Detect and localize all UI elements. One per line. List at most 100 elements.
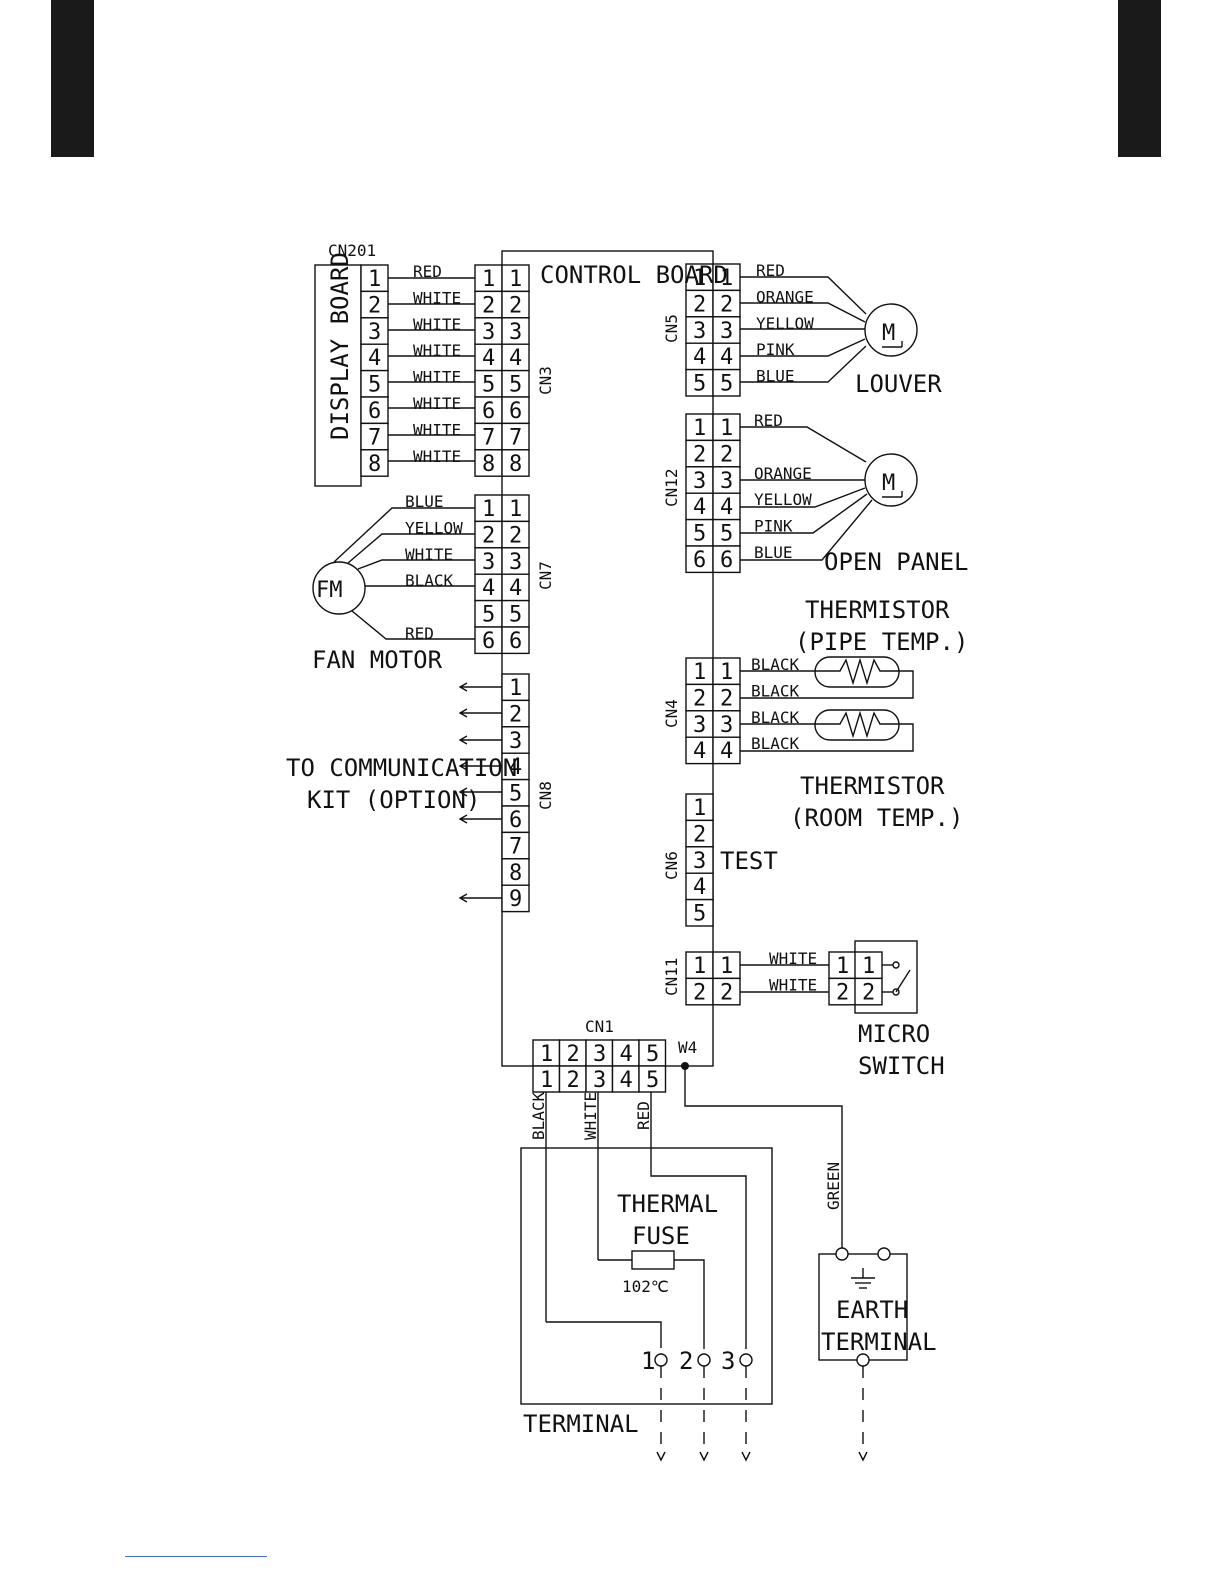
cn7-wire-label: BLACK [405, 571, 454, 590]
louver-motor-symbol-text: M [882, 321, 895, 346]
micro-pin-box [828, 951, 857, 980]
cn4-pin-number: 3 [720, 713, 733, 738]
cn12-pin-number: 2 [693, 442, 706, 467]
cn6-pin-number: 3 [693, 849, 706, 874]
cn12-pin-number: 4 [720, 495, 733, 520]
cn12-pin-number: 3 [720, 469, 733, 494]
cn8-pin-box [501, 752, 530, 781]
room-thermistor-symbol [814, 709, 900, 741]
micro-switch-line2: SWITCH [858, 1052, 945, 1080]
cn4-pin-number: 4 [693, 739, 706, 764]
cn1-pin-number: 3 [593, 1068, 606, 1093]
fan-motor-symbol-text: FM [316, 578, 343, 603]
cn11-pin-number: 2 [720, 980, 733, 1005]
cn1-pin-box [611, 1065, 640, 1093]
cn7-pin-box [474, 626, 503, 655]
open-panel-label: OPEN PANEL [824, 548, 969, 576]
control-board-outline [501, 250, 714, 1067]
cn5-wire-label: PINK [756, 340, 795, 359]
cn201-pin-number: 6 [368, 399, 381, 424]
cn1-pin-box [532, 1065, 561, 1093]
cn3-pin-box [474, 449, 503, 477]
cn4-pin-number: 4 [720, 739, 733, 764]
cn1-wire-red: RED [634, 1101, 653, 1130]
cn8-pin-number: 7 [509, 834, 522, 859]
cn7-pin-box [501, 547, 530, 575]
cn3-wire-label: WHITE [413, 368, 461, 387]
cn201-pin-number: 1 [368, 267, 381, 292]
cn12-pin-box [712, 413, 741, 442]
cn4-wire-label: BLACK [751, 655, 800, 674]
cn4-pin-box [712, 683, 741, 712]
fan-motor-label: FAN MOTOR [312, 646, 443, 674]
cn3-wire-label: RED [413, 262, 442, 281]
cn6-label: CN6 [662, 851, 681, 880]
cn7-pin-number: 5 [509, 603, 522, 628]
cn12-wire-label: YELLOW [754, 490, 812, 509]
control-board-title: CONTROL BOARD [540, 261, 728, 289]
cn5-pin-number: 5 [693, 372, 706, 397]
cn7-pin-box [501, 573, 530, 602]
cn1-pin-box [638, 1039, 667, 1067]
cn3-pin-number: 7 [509, 425, 522, 450]
terminal-outline [520, 1147, 773, 1405]
cn12-pin-number: 5 [720, 522, 733, 547]
louver-motor-symbol [864, 303, 918, 357]
cn3-pin-number: 8 [482, 452, 495, 477]
cn5-pin-box [712, 289, 741, 318]
cn3-pin-number: 5 [482, 373, 495, 398]
pipe-thermistor-symbol [814, 656, 900, 688]
cn5-wire-label: YELLOW [756, 314, 814, 333]
cn12-pin-number: 6 [720, 548, 733, 573]
cn4-pin-number: 2 [720, 686, 733, 711]
cn201-pin-box [360, 343, 389, 372]
w4-label: W4 [678, 1038, 697, 1057]
cn7-pin-box [501, 599, 530, 628]
cn3-pin-number: 1 [509, 267, 522, 292]
cn3-pin-number: 6 [509, 399, 522, 424]
cn5-wire-label: RED [756, 261, 785, 280]
cn4-pin-number: 2 [693, 686, 706, 711]
cn11-wire-label: WHITE [769, 949, 817, 968]
cn11-wire-label: WHITE [769, 975, 817, 994]
cn201-pin-box [360, 449, 389, 477]
cn7-pin-number: 2 [509, 523, 522, 548]
cn5-pin-box [685, 263, 714, 292]
cn1-pin-number: 1 [540, 1068, 553, 1093]
static-lines [312, 250, 918, 1462]
cn7-wire-label: YELLOW [405, 518, 463, 537]
terminal-label: TERMINAL [523, 1410, 639, 1438]
micro-pin-number: 1 [836, 954, 849, 979]
cn7-pin-number: 6 [482, 629, 495, 654]
cn3-pin-number: 4 [482, 346, 495, 371]
thermal-fuse-line2: FUSE [632, 1222, 690, 1250]
cn201-pin-number: 7 [368, 425, 381, 450]
cn7-pin-number: 2 [482, 523, 495, 548]
cn6-pin-number: 2 [693, 822, 706, 847]
cn201-pin-number: 2 [368, 293, 381, 318]
cn5-pin-box [685, 289, 714, 318]
cn3-pin-box [474, 343, 503, 372]
cn11-pin-box [685, 977, 714, 1006]
cn3-pin-box [501, 317, 530, 345]
cn1-pin-number: 4 [620, 1068, 633, 1093]
cn3-pin-box [501, 422, 530, 451]
cn6-pin-box [685, 898, 714, 927]
cn3-pin-number: 8 [509, 452, 522, 477]
cn11-pin-number: 2 [693, 980, 706, 1005]
cn1-pin-number: 2 [567, 1068, 580, 1093]
cn201-pin-box [360, 264, 389, 293]
cn6-pin-number: 4 [693, 875, 706, 900]
cn7-wire-label: WHITE [405, 545, 453, 564]
cn3-wire-label: WHITE [413, 341, 461, 360]
page-edge-tab-left [51, 0, 94, 157]
cn8-pin-box [501, 805, 530, 834]
cn7-pin-number: 1 [482, 497, 495, 522]
cn12-pin-number: 5 [693, 522, 706, 547]
cn8-pin-number: 1 [509, 676, 522, 701]
cn7-wire-label: BLUE [405, 492, 444, 511]
display-board-label: DISPLAY BOARD [326, 252, 354, 440]
cn5-pin-number: 1 [720, 266, 733, 291]
cn8-arrows [458, 682, 502, 903]
cn12-wire-label: PINK [754, 517, 793, 536]
